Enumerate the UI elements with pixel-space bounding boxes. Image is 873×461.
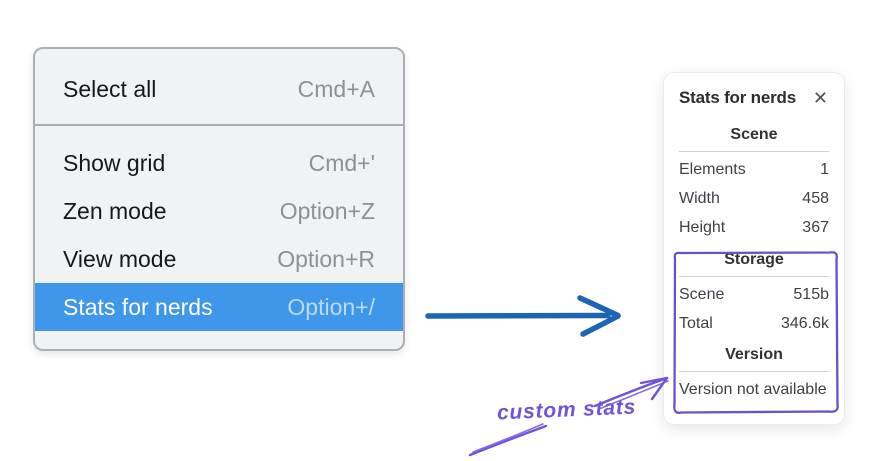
stat-value: 1 xyxy=(820,161,829,178)
menu-item-label: Show grid xyxy=(63,149,166,176)
flow-arrow-icon xyxy=(425,295,621,337)
menu-item-label: View mode xyxy=(63,245,177,272)
stats-panel: Stats for nerds ✕ Scene Elements 1 Width… xyxy=(663,72,845,425)
menu-item-show-grid[interactable]: Show grid Cmd+' xyxy=(35,139,403,187)
stat-row-total-storage: Total 346.6k xyxy=(679,309,829,338)
menu-item-shortcut: Option+/ xyxy=(287,293,375,320)
menu-item-shortcut: Cmd+A xyxy=(297,75,375,102)
close-icon[interactable]: ✕ xyxy=(812,88,828,108)
version-section-header: Version xyxy=(725,346,783,363)
menu-item-zen-mode[interactable]: Zen mode Option+Z xyxy=(35,187,403,235)
menu-item-stats-for-nerds[interactable]: Stats for nerds Option+/ xyxy=(35,283,403,331)
annotation-arrow-icon xyxy=(468,376,669,457)
menu-item-shortcut: Option+R xyxy=(277,245,375,272)
stat-value: 346.6k xyxy=(780,315,829,332)
stat-value: 458 xyxy=(802,190,829,207)
stat-label: Height xyxy=(679,219,726,236)
menu-item-view-mode[interactable]: View mode Option+R xyxy=(35,235,403,283)
scene-section-header: Scene xyxy=(730,126,778,143)
section-divider xyxy=(679,276,829,277)
section-divider xyxy=(679,151,829,152)
context-menu: Select all Cmd+A Show grid Cmd+' Zen mod… xyxy=(33,47,405,351)
stat-label: Total xyxy=(679,315,713,332)
stat-row-width: Width 458 xyxy=(679,184,829,213)
menu-item-label: Zen mode xyxy=(63,197,167,224)
menu-item-shortcut: Cmd+' xyxy=(308,149,375,176)
version-message: Version not available xyxy=(679,381,827,398)
stat-value: 367 xyxy=(802,219,829,236)
stat-label: Scene xyxy=(679,286,725,303)
stat-label: Width xyxy=(679,190,720,207)
stat-row-scene-storage: Scene 515b xyxy=(679,280,829,309)
stat-value: 515b xyxy=(793,286,829,303)
menu-item-label: Select all xyxy=(63,75,157,102)
stat-row-height: Height 367 xyxy=(679,213,829,242)
stats-panel-header: Stats for nerds ✕ xyxy=(679,88,829,108)
menu-item-select-all[interactable]: Select all Cmd+A xyxy=(35,65,403,113)
stat-row-elements: Elements 1 xyxy=(679,155,829,184)
stats-panel-title: Stats for nerds xyxy=(679,88,796,107)
menu-divider xyxy=(35,124,403,126)
stat-label: Elements xyxy=(679,161,746,178)
section-divider xyxy=(679,371,829,372)
menu-item-label: Stats for nerds xyxy=(63,293,213,320)
menu-item-shortcut: Option+Z xyxy=(279,197,375,224)
storage-section-header: Storage xyxy=(724,251,784,268)
